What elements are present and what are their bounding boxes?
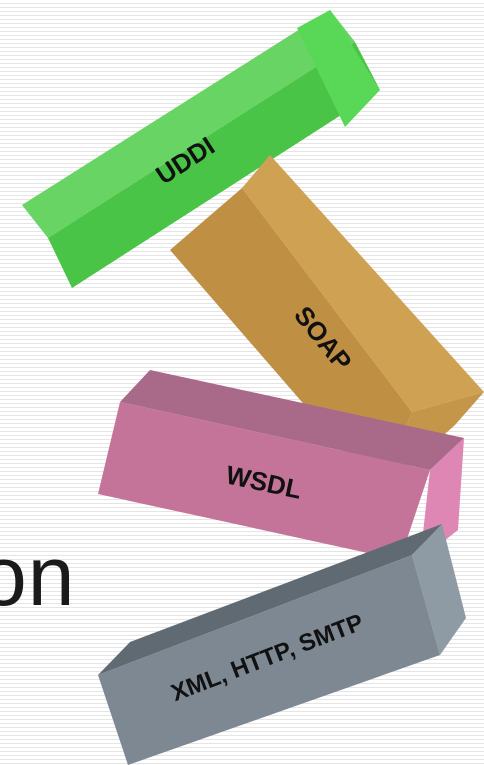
- uddi-block: UDDI: [22, 10, 380, 288]
- uddi-block-end-face: [297, 10, 380, 127]
- transport-block-front-face: [98, 555, 440, 765]
- wsdl-block-front-face: [98, 402, 430, 560]
- soap-block-front-face: [242, 155, 484, 412]
- uddi-block-front-face: [48, 42, 380, 288]
- wsdl-block: WSDL: [98, 370, 464, 560]
- transport-block-end-face: [412, 524, 466, 655]
- transport-block-top-face: [98, 524, 442, 675]
- background-text-fragment: on: [0, 529, 76, 623]
- uddi-block-top-face: [22, 10, 355, 238]
- wsdl-block-top-face: [120, 370, 464, 470]
- transport-block: XML, HTTP, SMTP: [98, 524, 466, 765]
